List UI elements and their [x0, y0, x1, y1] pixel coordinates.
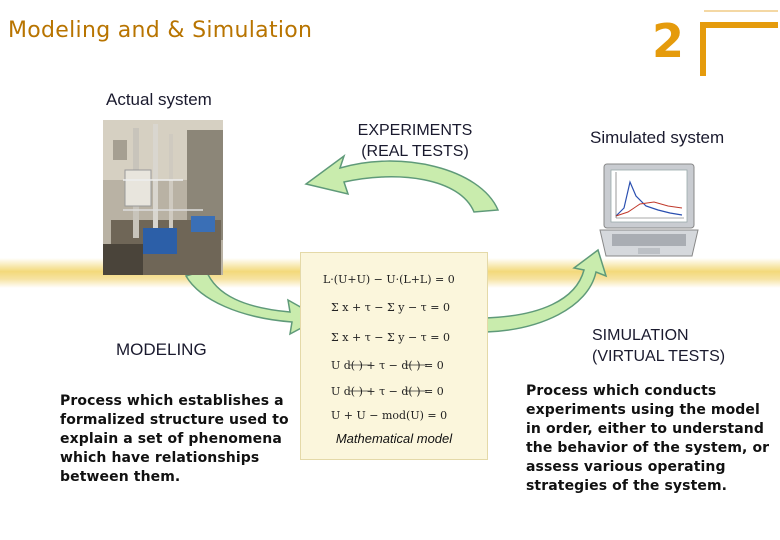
arrow-experiments	[306, 156, 498, 212]
svg-text:Σ x + τ − Σ y − τ = 0: Σ x + τ − Σ y − τ = 0	[331, 301, 450, 314]
experiments-line2: (REAL TESTS)	[340, 141, 490, 162]
math-model-caption: Mathematical model	[301, 431, 487, 446]
arrow-simulation	[486, 250, 606, 332]
modeling-label: MODELING	[116, 340, 207, 360]
svg-text:U + U − mod(U) = 0: U + U − mod(U) = 0	[331, 409, 447, 422]
svg-text:U d( ) + τ − d( ) = 0: U d( ) + τ − d( ) = 0	[331, 385, 444, 398]
laptop-icon	[598, 162, 700, 262]
svg-text:U d( ) + τ − d( ) = 0: U d( ) + τ − d( ) = 0	[331, 359, 444, 372]
experiments-line1: EXPERIMENTS	[340, 120, 490, 141]
experiments-label: EXPERIMENTS (REAL TESTS)	[340, 120, 490, 162]
simulation-description: Process which conducts experiments using…	[526, 382, 776, 496]
simulation-line1: SIMULATION	[592, 325, 725, 346]
svg-text:L·(U+U) − U·(L+L) = 0: L·(U+U) − U·(L+L) = 0	[323, 273, 455, 286]
equations-graphic: L·(U+U) − U·(L+L) = 0 Σ x + τ − Σ y − τ …	[301, 253, 487, 428]
simulated-system-label: Simulated system	[590, 128, 724, 148]
math-model-panel: L·(U+U) − U·(L+L) = 0 Σ x + τ − Σ y − τ …	[300, 252, 488, 460]
actual-system-photo	[103, 120, 223, 275]
actual-system-label: Actual system	[106, 90, 212, 110]
simulation-label: SIMULATION (VIRTUAL TESTS)	[592, 325, 725, 367]
simulation-line2: (VIRTUAL TESTS)	[592, 346, 725, 367]
modeling-description: Process which establishes a formalized s…	[60, 392, 290, 487]
svg-text:Σ x + τ − Σ y − τ = 0: Σ x + τ − Σ y − τ = 0	[331, 331, 450, 344]
